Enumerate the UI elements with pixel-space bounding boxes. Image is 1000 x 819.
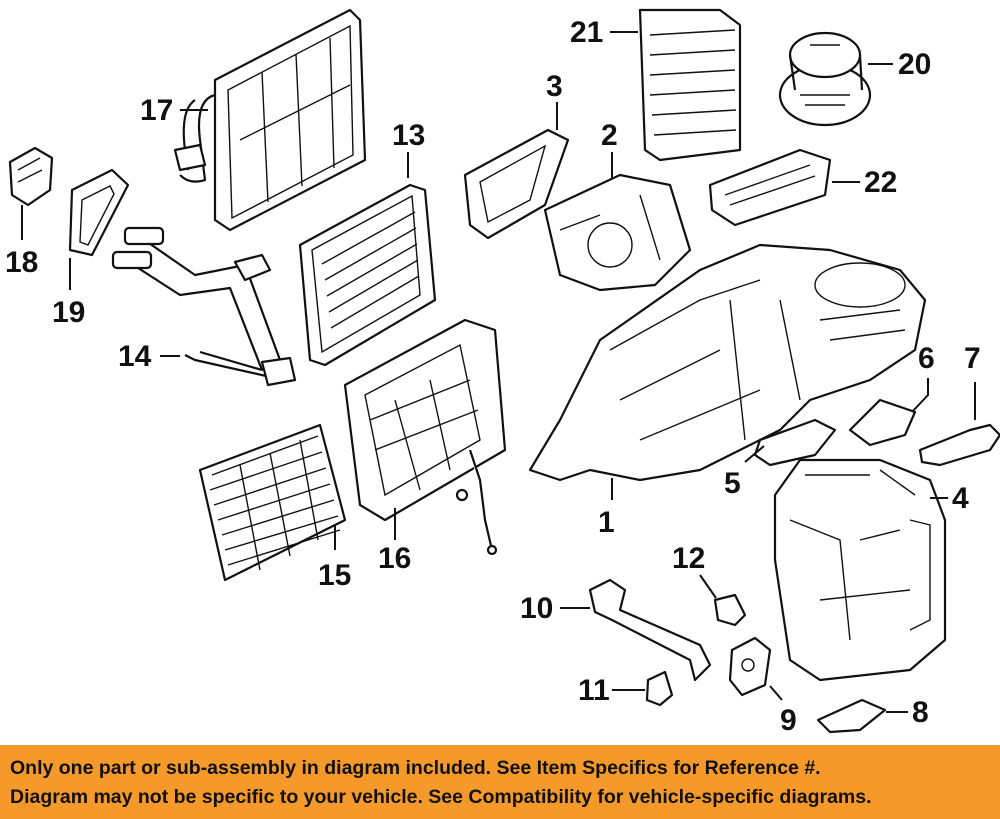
part-20-blower-motor <box>778 31 872 127</box>
callout-6: 6 <box>918 342 935 375</box>
callout-3: 3 <box>546 70 563 103</box>
part-18-sensor <box>8 146 54 207</box>
callout-7: 7 <box>964 342 981 375</box>
part-17-evaporator <box>173 8 367 232</box>
callout-9: 9 <box>780 704 797 737</box>
part-12-clip <box>713 593 747 627</box>
callout-15: 15 <box>318 559 351 592</box>
callout-labels: 1 2 3 4 5 6 7 8 9 10 11 12 13 14 15 16 1… <box>5 16 981 737</box>
part-19-seal <box>68 168 130 257</box>
callout-12: 12 <box>672 542 705 575</box>
callout-10: 10 <box>520 592 553 625</box>
callout-11: 11 <box>578 674 610 707</box>
disclaimer-banner: Only one part or sub-assembly in diagram… <box>0 745 1000 819</box>
callout-4: 4 <box>952 482 969 515</box>
part-16-frame <box>343 318 507 556</box>
part-13-heater-core <box>298 183 437 367</box>
leader-lines <box>21 31 976 713</box>
callout-1: 1 <box>598 506 615 539</box>
callout-20: 20 <box>898 48 931 81</box>
part-14-heater-tubes <box>111 226 297 387</box>
part-2-blower-housing <box>543 173 692 292</box>
part-15-panel <box>198 423 347 582</box>
part-1-hvac-housing <box>528 243 927 482</box>
callout-13: 13 <box>392 119 425 152</box>
part-10-tube <box>588 578 712 682</box>
callout-21: 21 <box>570 16 603 49</box>
callout-19: 19 <box>52 296 85 329</box>
parts-diagram: 1 2 3 4 5 6 7 8 9 10 11 12 13 14 15 16 1… <box>5 8 1000 737</box>
part-22-duct <box>708 148 832 227</box>
callout-22: 22 <box>864 166 897 199</box>
part-11-grommet <box>645 670 674 707</box>
disclaimer-line-2: Diagram may not be specific to your vehi… <box>10 786 872 808</box>
part-5-gasket <box>753 418 837 467</box>
part-4-lower-housing <box>773 458 947 682</box>
part-6-bracket <box>848 398 917 447</box>
part-9-actuator <box>728 636 772 697</box>
callout-16: 16 <box>378 542 411 575</box>
part-3-seal <box>463 128 570 240</box>
callout-8: 8 <box>912 696 929 729</box>
callout-5: 5 <box>724 467 741 500</box>
callout-17: 17 <box>140 94 173 127</box>
part-21-cabin-filter <box>638 8 742 162</box>
callout-18: 18 <box>5 246 38 279</box>
callout-14: 14 <box>118 340 152 373</box>
callout-2: 2 <box>601 119 618 152</box>
disclaimer-line-1: Only one part or sub-assembly in diagram… <box>10 757 821 779</box>
part-7-link <box>918 423 1000 467</box>
part-8-seal <box>816 698 887 734</box>
